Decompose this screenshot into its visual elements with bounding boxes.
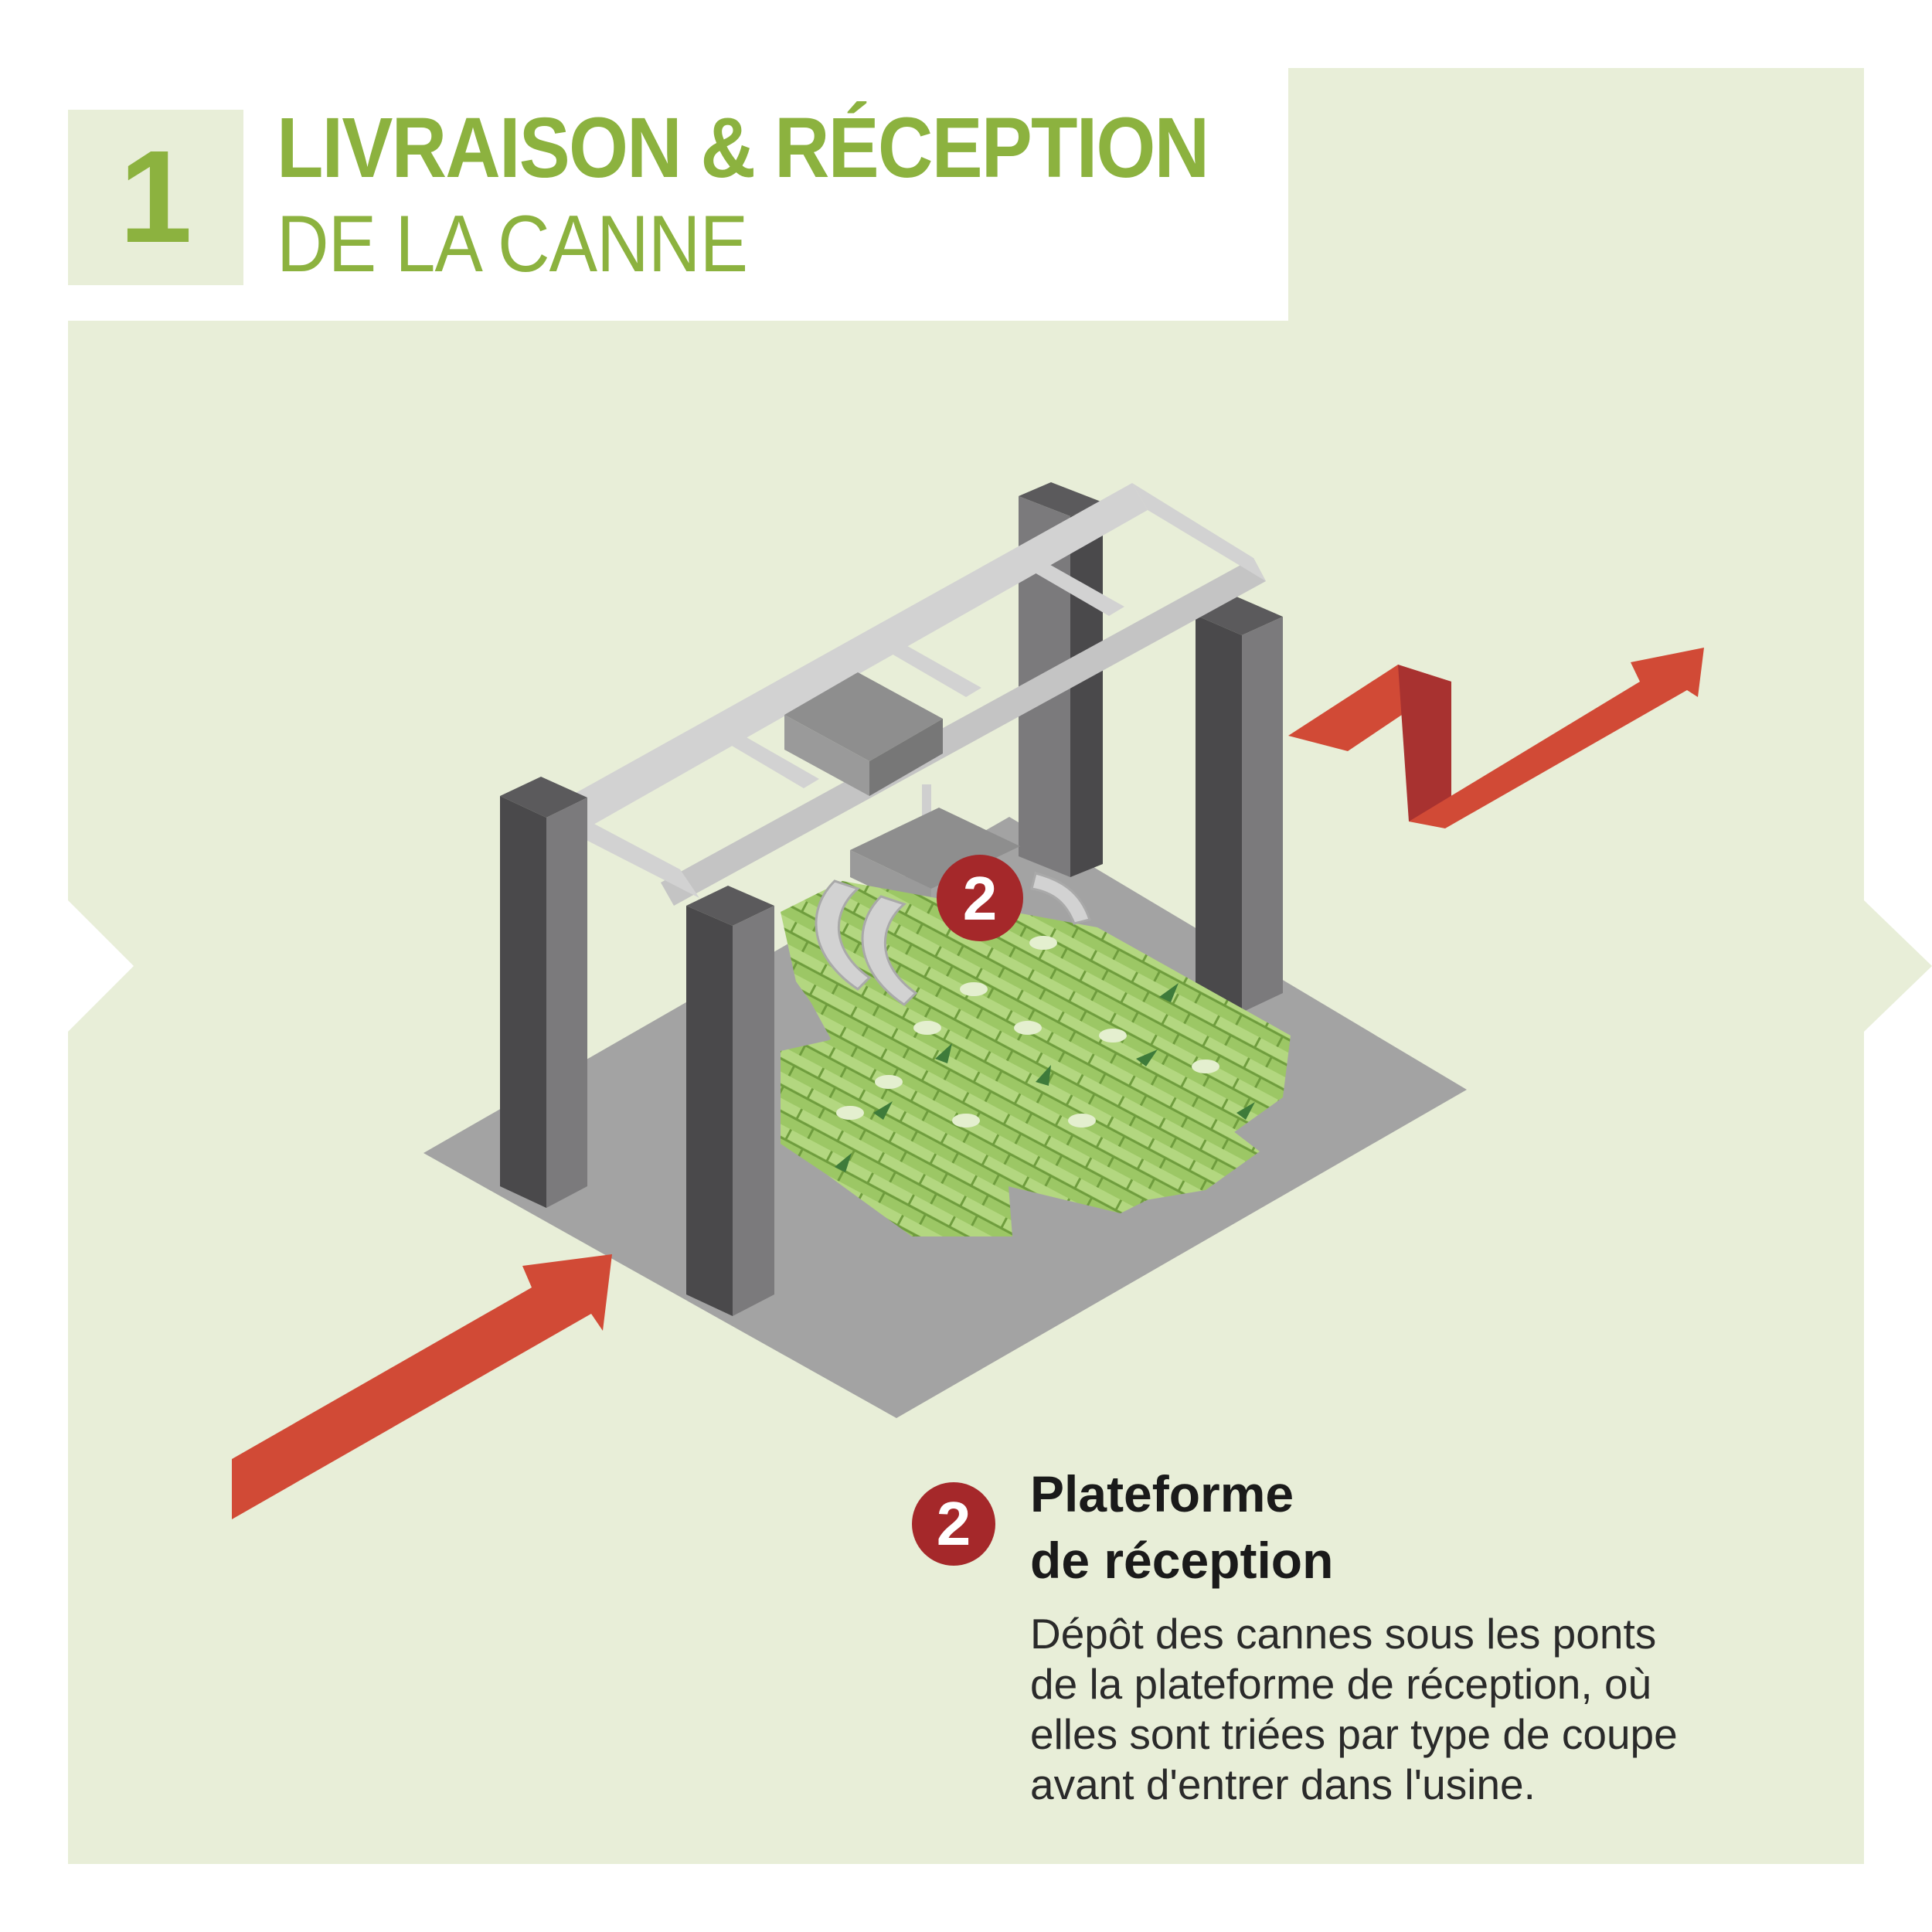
pillar-front-left <box>500 777 587 1208</box>
crane-frame <box>556 483 1266 916</box>
legend-badge: 2 <box>912 1482 995 1566</box>
pillar-back-right <box>1196 597 1283 1012</box>
outgoing-arrow <box>1288 648 1704 828</box>
step-number: 1 <box>68 110 243 285</box>
illustration-marker-label: 2 <box>963 864 998 933</box>
pillar-front-right <box>686 886 774 1316</box>
legend-description-line: Dépôt des cannes sous les ponts <box>1030 1610 1657 1658</box>
cane-bundles <box>781 872 1291 1236</box>
legend-title-line: de réception <box>1030 1532 1334 1589</box>
page-subtitle: DE LA CANNE <box>277 199 748 289</box>
incoming-arrow <box>232 1254 612 1519</box>
legend-title-line: Plateforme <box>1030 1465 1294 1522</box>
page-title: LIVRAISON & RÉCEPTION <box>277 100 1209 196</box>
illustration-marker-badge: 2 <box>937 855 1023 941</box>
legend-title: Plateforme de réception <box>1030 1461 1726 1594</box>
legend-description-line: de la plateforme de réception, où <box>1030 1660 1652 1708</box>
legend-description-line: elles sont triées par type de coupe <box>1030 1710 1678 1758</box>
legend-description: Dépôt des cannes sous les ponts de la pl… <box>1030 1609 1849 1810</box>
legend-description-line: avant d'entrer dans l'usine. <box>1030 1760 1536 1808</box>
